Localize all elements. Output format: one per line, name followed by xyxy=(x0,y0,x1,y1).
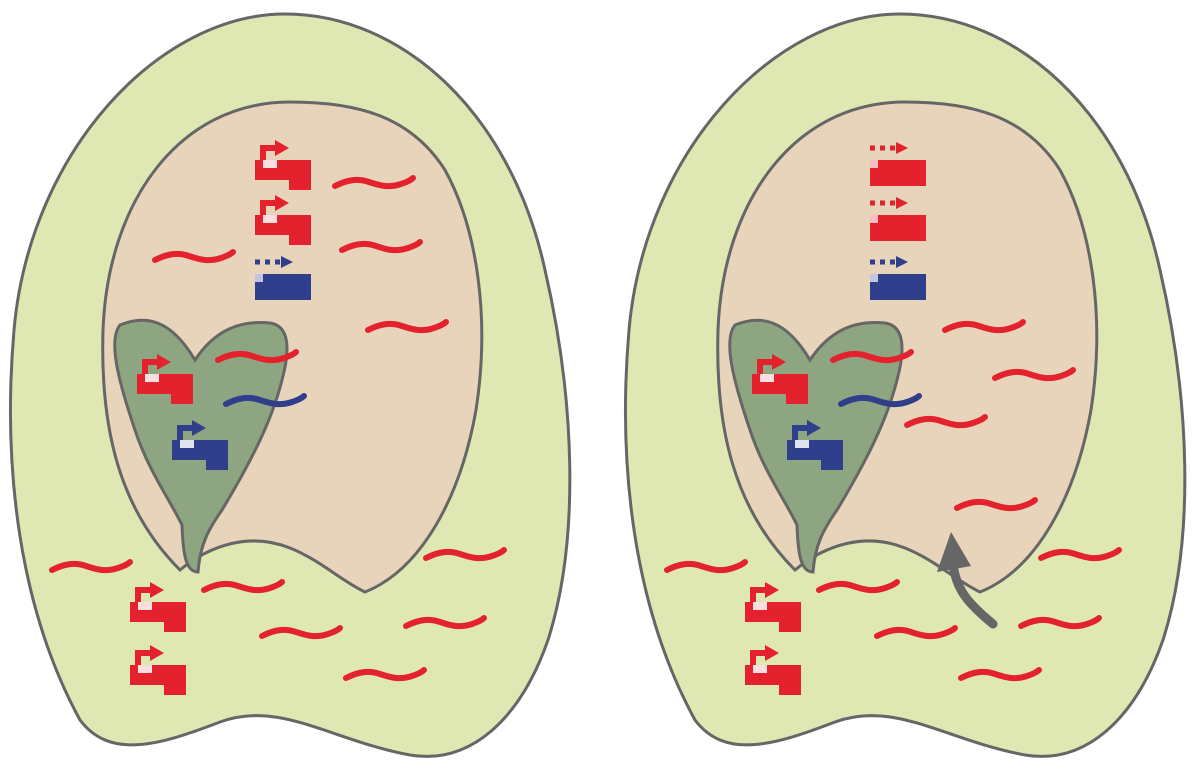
right-genes xyxy=(745,142,926,695)
right-transcripts xyxy=(664,319,1122,682)
transcript-wave-icon xyxy=(838,393,922,408)
transcript-wave-icon xyxy=(1018,615,1102,630)
right-seed xyxy=(623,12,1187,758)
transcript-wave-icon xyxy=(830,349,914,364)
active-promoter-blue-icon xyxy=(787,420,843,470)
active-promoter-red-icon xyxy=(255,195,311,245)
transcript-wave-icon xyxy=(942,319,1026,334)
left-seed xyxy=(8,12,572,758)
active-promoter-red-icon xyxy=(255,140,311,190)
transcript-wave-icon xyxy=(423,547,507,562)
silenced-promoter-red-icon xyxy=(870,197,926,241)
transcript-wave-icon xyxy=(49,559,133,574)
active-promoter-red-icon xyxy=(130,582,186,632)
active-promoter-red-icon xyxy=(745,645,801,695)
transcript-wave-icon xyxy=(904,414,988,429)
transcript-wave-icon xyxy=(1038,547,1122,562)
transcript-wave-icon xyxy=(223,393,307,408)
transcript-wave-icon xyxy=(152,249,236,264)
transcript-wave-icon xyxy=(259,625,343,640)
active-promoter-blue-icon xyxy=(172,420,228,470)
transcript-wave-icon xyxy=(874,625,958,640)
arrowhead-icon xyxy=(937,532,971,572)
transcript-wave-icon xyxy=(992,367,1076,382)
active-promoter-red-icon xyxy=(745,582,801,632)
active-promoter-red-icon xyxy=(137,354,193,404)
transcript-wave-icon xyxy=(403,615,487,630)
curved-arrow-icon xyxy=(948,557,998,629)
transcript-wave-icon xyxy=(332,175,416,190)
transcript-wave-icon xyxy=(201,579,285,594)
transcript-wave-icon xyxy=(343,667,427,682)
transcript-wave-icon xyxy=(339,239,423,254)
transcript-wave-icon xyxy=(954,497,1038,512)
transcript-wave-icon xyxy=(816,579,900,594)
transcript-wave-icon xyxy=(215,349,299,364)
transcript-wave-icon xyxy=(958,667,1042,682)
transcript-wave-icon xyxy=(365,319,449,334)
silenced-promoter-blue-icon xyxy=(255,256,311,300)
active-promoter-red-icon xyxy=(752,354,808,404)
silenced-promoter-blue-icon xyxy=(870,256,926,300)
silenced-promoter-red-icon xyxy=(870,142,926,186)
left-genes xyxy=(130,140,311,695)
active-promoter-red-icon xyxy=(130,645,186,695)
transcript-wave-icon xyxy=(664,559,748,574)
left-transcripts xyxy=(49,175,507,682)
